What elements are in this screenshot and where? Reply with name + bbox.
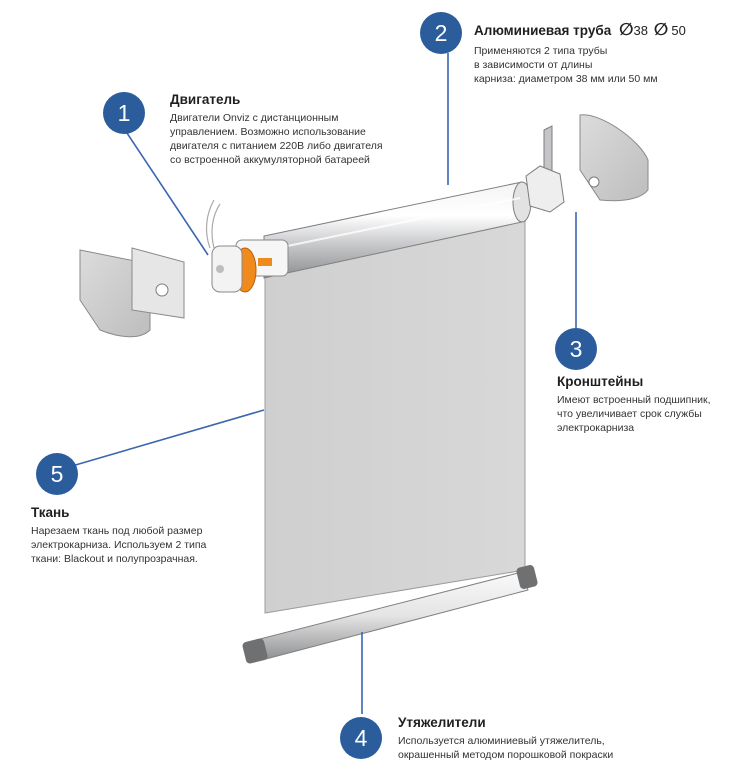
callout-weights-line: Используется алюминиевый утяжелитель, (398, 735, 605, 747)
callout-motor-line: управлением. Возможно использование (170, 126, 366, 138)
callout-brackets-line: электрокарниза (557, 422, 635, 434)
badge-5: 5 (36, 453, 78, 495)
callout-tube-line: Применяются 2 типа трубы (474, 45, 608, 57)
badge-1: 1 (103, 92, 145, 134)
callout-fabric-line: ткани: Blackout и полупрозрачная. (31, 553, 198, 565)
callout-motor-line: Двигатели Onviz с дистанционным (170, 112, 339, 124)
badge-3: 3 (555, 328, 597, 370)
callout-tube-title: Алюминиевая труба (474, 23, 612, 38)
callout-motor-title: Двигатель (170, 92, 241, 107)
left-bracket (79, 247, 185, 338)
callout-motor: Двигатель Двигатели Onviz с дистанционны… (170, 92, 410, 167)
callout-tube-title-row: Алюминиевая труба ∅38 ∅50 (474, 20, 729, 40)
weight-bar (242, 564, 538, 664)
callout-motor-line: двигателя с питанием 220В либо двигателя (170, 140, 383, 152)
fabric-panel (264, 213, 526, 614)
callout-weights-line: окрашенный методом порошковой покраски (398, 749, 614, 761)
callout-fabric: Ткань Нарезаем ткань под любой размер эл… (31, 505, 251, 566)
callout-motor-line: со встроенной аккумуляторной батареей (170, 154, 370, 166)
callout-brackets-line: что увеличивает срок службы (557, 408, 702, 420)
callout-fabric-line: электрокарниза. Используем 2 типа (31, 539, 207, 551)
diameter-symbol: ∅ (653, 20, 669, 39)
callout-tube-line: в зависимости от длины (474, 59, 593, 71)
callout-weights: Утяжелители Используется алюминиевый утя… (398, 715, 698, 762)
callout-brackets: Кронштейны Имеют встроенный подшипник, ч… (557, 374, 727, 435)
right-bracket (525, 114, 649, 213)
diameter-symbol: ∅ (618, 20, 634, 39)
svg-text:3: 3 (570, 336, 583, 362)
diameter-38: 38 (633, 23, 649, 38)
diameter-50: 50 (671, 23, 686, 38)
badge-4: 4 (340, 717, 382, 759)
svg-text:1: 1 (118, 100, 131, 126)
callout-fabric-title: Ткань (31, 505, 70, 520)
motor-unit (205, 199, 289, 293)
svg-text:5: 5 (51, 461, 64, 487)
callout-tube: Алюминиевая труба ∅38 ∅50 Применяются 2 … (474, 20, 729, 86)
callout-weights-title: Утяжелители (398, 715, 486, 730)
callout-brackets-line: Имеют встроенный подшипник, (557, 394, 711, 406)
badge-2: 2 (420, 12, 462, 54)
callout-brackets-title: Кронштейны (557, 374, 644, 389)
callout-tube-line: карниза: диаметром 38 мм или 50 мм (474, 73, 658, 85)
callout-fabric-line: Нарезаем ткань под любой размер (31, 525, 203, 537)
svg-text:4: 4 (355, 725, 368, 751)
leader-lines (71, 53, 577, 714)
svg-text:2: 2 (435, 20, 448, 46)
